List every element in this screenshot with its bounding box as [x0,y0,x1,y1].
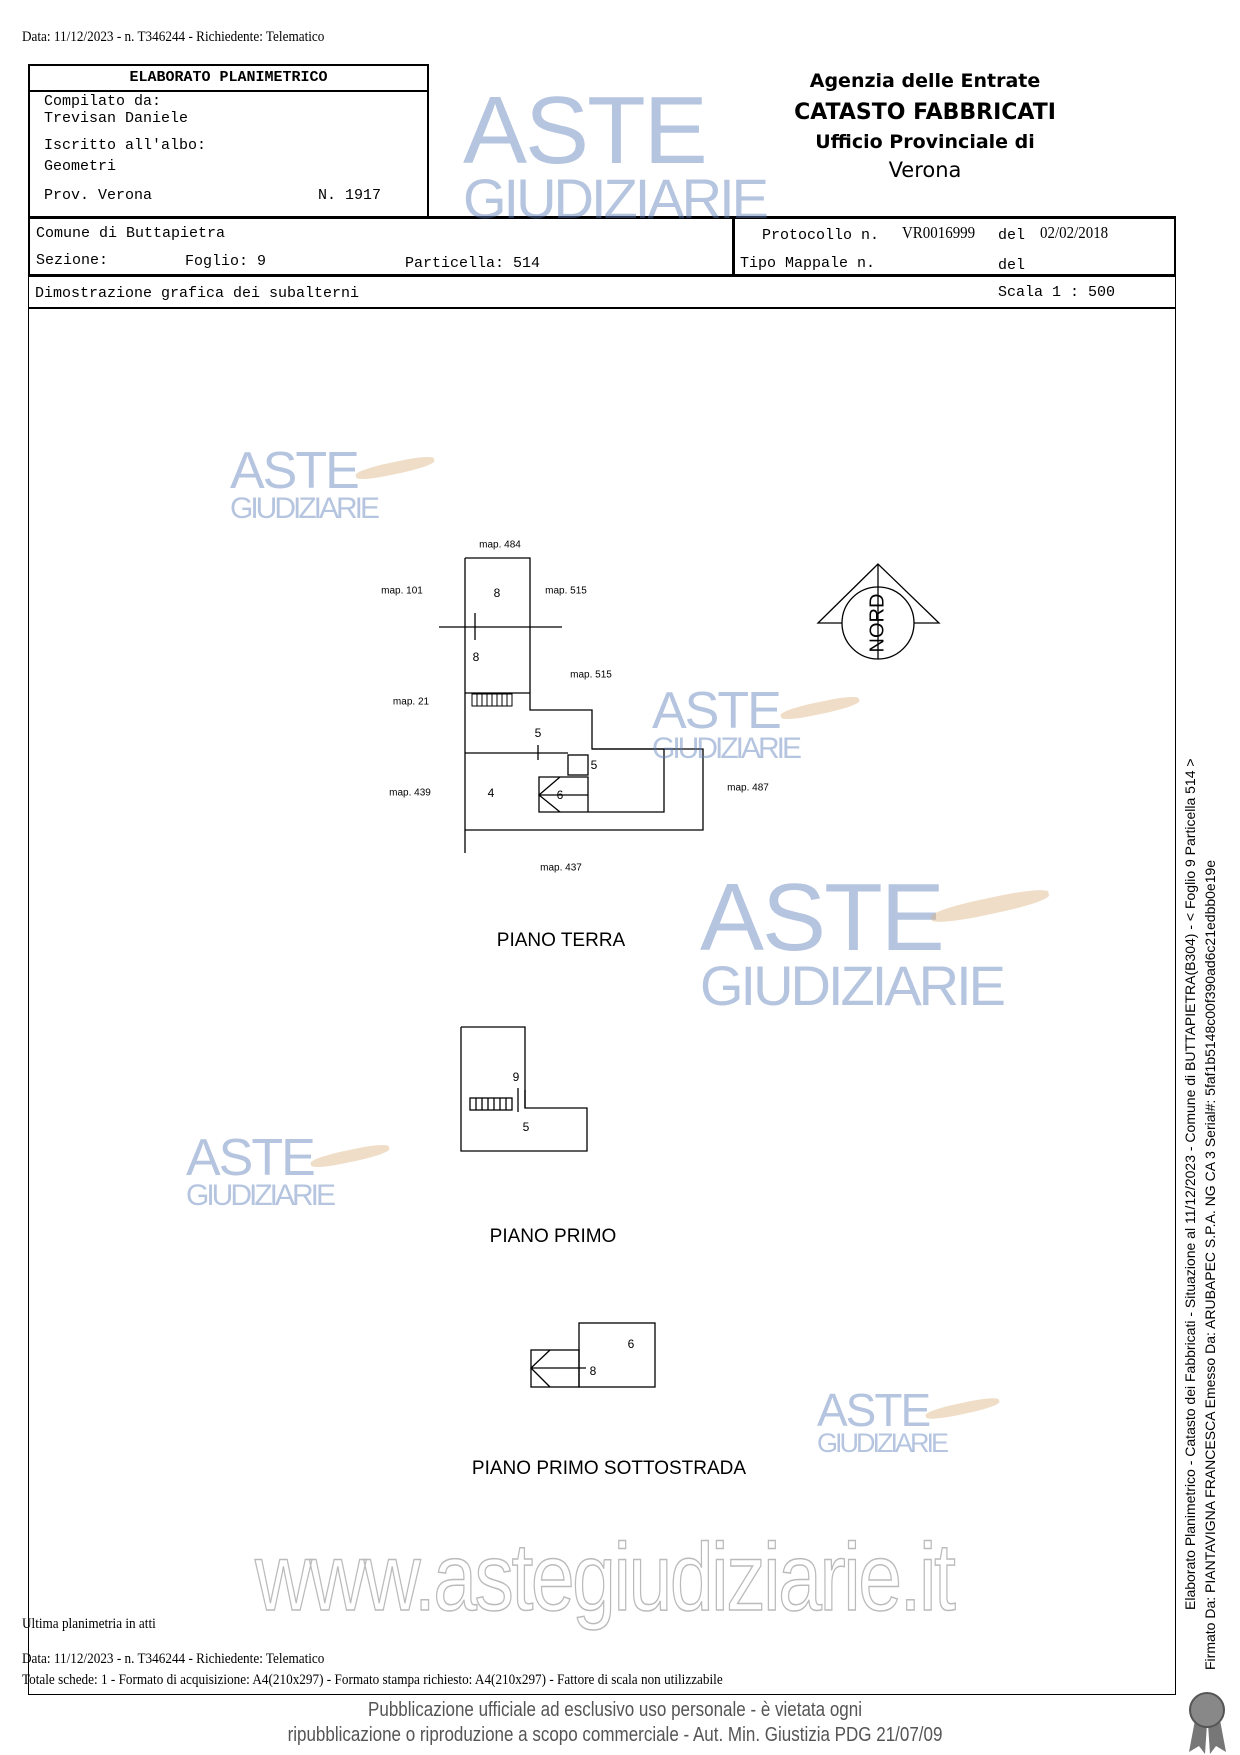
subunit-number: 5 [590,758,598,772]
protocollo-number: VR0016999 [902,223,976,242]
tipo-mappale: Tipo Mappale n. [740,255,876,272]
map-label: map. 21 [392,696,430,708]
map-label: map. 484 [479,539,521,551]
ground-floor-outline [439,557,704,853]
divider [28,307,1176,309]
footer-totals: Totale schede: 1 - Formato di acquisizio… [22,1672,723,1688]
particella: Particella: 514 [405,255,541,272]
watermark-text: GIUDIZIARIE [186,1178,336,1212]
watermark-text: GIUDIZIARIE [463,167,769,231]
map-label: map. 439 [389,787,431,799]
seal-icon [1189,1692,1226,1754]
watermark-logo: ASTE GIUDIZIARIE [652,682,802,765]
comune: Comune di Buttapietra [36,225,226,242]
del-label-2: del [998,257,1026,274]
map-label: map. 515 [570,669,612,681]
subunit-number: 6 [556,788,564,802]
watermark-logo: ASTE GIUDIZIARIE [186,1129,336,1212]
compiled-by-label: Compilato da: [44,93,162,110]
subunit-number: 5 [522,1120,530,1134]
description: Dimostrazione grafica dei subalterni [35,285,360,302]
floor-title-ground: PIANO TERRA [496,930,626,951]
subunit-number: 9 [512,1070,520,1084]
divider [732,219,735,274]
watermark-text: ASTE [230,442,360,500]
watermark-logo: ASTE GIUDIZIARIE [230,442,380,525]
watermark-text: ASTE [652,682,782,740]
first-floor-outline [460,1026,588,1152]
protocollo-label: Protocollo n. [762,227,880,244]
last-plan-note: Ultima planimetria in atti [22,1616,156,1632]
protocollo-date: 02/02/2018 [1040,223,1109,242]
province: Prov. Verona [44,187,153,204]
compiled-by: Trevisan Daniele [44,110,189,127]
basement-outline [530,1322,656,1388]
watermark-logo: ASTE GIUDIZIARIE [463,77,769,231]
map-label: map. 487 [727,782,769,794]
subunit-number: 8 [493,586,501,600]
watermark-logo: ASTE GIUDIZIARIE [700,864,1006,1018]
agency-name: Agenzia delle Entrate [809,70,1041,92]
registered: Geometri [44,158,117,175]
ground-floor-wall [538,748,665,813]
map-label: map. 101 [381,585,423,597]
side-text-1: Elaborato Planimetrico - Catasto dei Fab… [1182,758,1198,1610]
del-label: del [998,227,1026,244]
watermark-notice-2: ripubblicazione o riproduzione a scopo c… [287,1724,943,1746]
floor-title-first: PIANO PRIMO [489,1226,617,1247]
form-title: ELABORATO PLANIMETRICO [30,66,427,92]
agency-dept: CATASTO FABBRICATI [794,100,1056,125]
map-label: map. 437 [540,862,582,874]
watermark-url: www.astegiudiziarie.it [254,1524,956,1631]
side-text-2: Firmato Da: PIANTAVIGNA FRANCESCA Emesso… [1202,859,1218,1670]
watermark-text: ASTE [186,1129,316,1187]
watermark-text: GIUDIZIARIE [230,491,380,525]
watermark-text: ASTE [463,77,708,184]
map-label: map. 515 [545,585,587,597]
subunit-number: 8 [472,650,480,664]
agency-office: Ufficio Provinciale di [815,131,1035,153]
sezione: Sezione: [36,252,109,269]
watermark-logo: ASTE GIUDIZIARIE [817,1384,949,1459]
subunit-number: 4 [487,786,495,800]
registered-label: Iscritto all'albo: [44,137,207,154]
registration-number: N. 1917 [318,187,382,204]
floor-title-basement: PIANO PRIMO SOTTOSTRADA [471,1458,747,1479]
watermark-notice-1: Pubblicazione ufficiale ad esclusivo uso… [368,1699,862,1721]
watermark-text: ASTE [817,1384,931,1436]
foglio: Foglio: 9 [185,253,267,270]
footer-request-info: Data: 11/12/2023 - n. T346244 - Richiede… [22,1651,325,1667]
subunit-number: 6 [627,1337,635,1351]
stair-box [567,754,589,776]
scale: Scala 1 : 500 [998,284,1116,301]
north-arrow-icon [816,563,941,660]
agency-city: Verona [888,158,962,182]
form-box: ELABORATO PLANIMETRICO Compilato da: Tre… [28,64,429,218]
subunit-number: 5 [534,726,542,740]
cadastre-row: Comune di Buttapietra Sezione: Foglio: 9… [28,216,1176,277]
sheet-frame [28,216,1176,1695]
request-info: Data: 11/12/2023 - n. T346244 - Richiede… [22,29,325,45]
watermark-text: GIUDIZIARIE [817,1428,949,1459]
watermark-text: GIUDIZIARIE [700,954,1006,1018]
stairs-hatch [471,693,513,707]
watermark-text: ASTE [700,864,945,971]
north-label: NORD [866,593,889,653]
subunit-number: 8 [589,1364,597,1378]
watermark-text: GIUDIZIARIE [652,731,802,765]
